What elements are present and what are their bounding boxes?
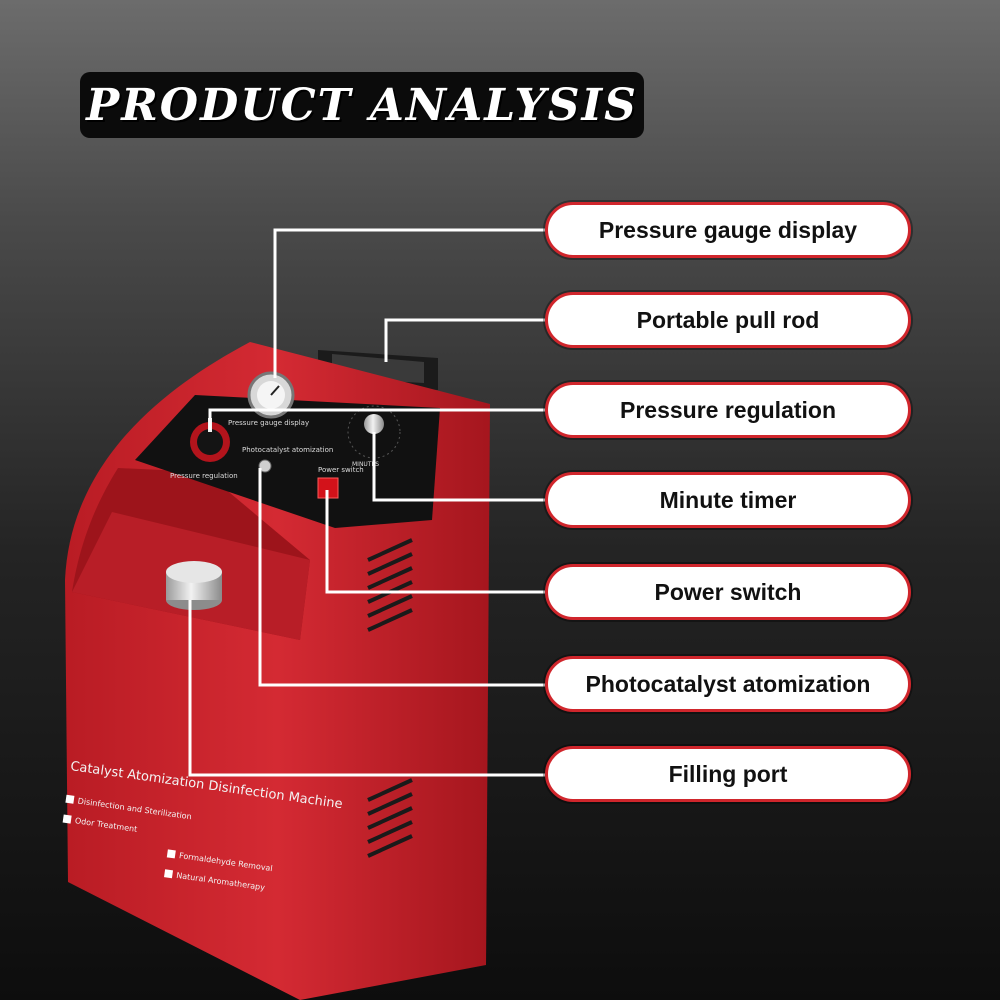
callout-minute-timer: Minute timer — [545, 472, 911, 528]
callout-label: Pressure regulation — [619, 396, 837, 423]
checkbox-icon — [65, 794, 75, 804]
pressure-knob-icon — [197, 429, 223, 455]
power-switch-icon — [317, 477, 339, 499]
timer-knob-icon — [364, 414, 384, 434]
callout-label: Filling port — [668, 760, 788, 787]
callout-label: Power switch — [654, 578, 802, 605]
callout-label: Portable pull rod — [636, 306, 820, 333]
checkbox-icon — [166, 849, 176, 859]
pressure-gauge-needle — [270, 385, 280, 396]
callout-power-switch: Power switch — [545, 564, 911, 620]
title-banner: PRODUCT ANALYSIS — [80, 72, 644, 138]
panel-label-regulation: Pressure regulation — [170, 472, 238, 480]
panel-label-minutes: MINUTES — [352, 461, 379, 468]
atomization-indicator-icon — [258, 459, 272, 473]
callout-filling-port: Filling port — [545, 746, 911, 802]
page-title: PRODUCT ANALYSIS — [86, 79, 638, 131]
callout-pressure-gauge: Pressure gauge display — [545, 202, 911, 258]
callout-pressure-regulation: Pressure regulation — [545, 382, 911, 438]
callout-label: Minute timer — [659, 486, 797, 513]
vent-lower — [367, 778, 413, 858]
panel-label-atomization: Photocatalyst atomization — [242, 446, 333, 454]
callout-pull-rod: Portable pull rod — [545, 292, 911, 348]
callout-label: Photocatalyst atomization — [585, 670, 871, 697]
knob-indicator — [208, 418, 212, 432]
panel-label-gauge: Pressure gauge display — [228, 419, 309, 427]
checkbox-icon — [62, 814, 72, 824]
checkbox-icon — [164, 869, 174, 879]
callout-atomization: Photocatalyst atomization — [545, 656, 911, 712]
filling-port-cap-top — [166, 561, 222, 583]
callout-label: Pressure gauge display — [598, 216, 858, 243]
